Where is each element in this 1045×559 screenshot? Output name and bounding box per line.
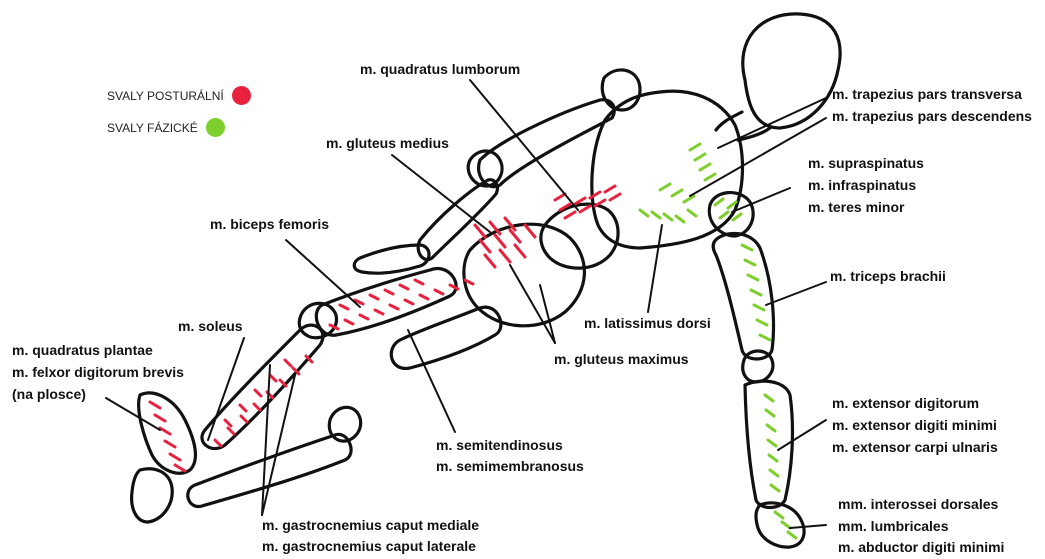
label-biceps-femoris: m. biceps femoris [210, 214, 329, 235]
elbow-right [743, 351, 773, 382]
phasic-forearm-marks [765, 395, 779, 491]
label-supraspinatus: m. supraspinatus [808, 153, 924, 174]
upper-arm-right [713, 233, 773, 359]
leader-semitendinosus [408, 330, 455, 432]
foot-front [132, 469, 173, 522]
pelvis [464, 224, 585, 326]
label-semimembranosus: m. semimembranosus [436, 456, 584, 477]
label-extensor-digitorum: m. extensor digitorum [832, 393, 979, 414]
leader-hand [790, 525, 826, 528]
label-abductor-digiti-minimi: m. abductor digiti minimi [838, 537, 1004, 558]
legend-postural-dot [232, 86, 251, 105]
leader-gluteus-maximus-2 [540, 285, 555, 343]
upper-arm-back [479, 100, 615, 187]
label-soleus: m. soleus [178, 316, 243, 337]
phasic-triceps-marks [742, 245, 770, 340]
label-extensor-carpi-ulnaris: m. extensor carpi ulnaris [832, 437, 998, 458]
label-semitendinosus: m. semitendinosus [436, 435, 563, 456]
label-gastrocnemius-mediale: m. gastrocnemius caput mediale [262, 515, 479, 536]
legend-phasic: SVALY FÁZICKÉ [107, 118, 225, 137]
label-lumbricales: mm. lumbricales [838, 516, 949, 537]
label-trapezius-descendens: m. trapezius pars descendens [832, 106, 1032, 127]
label-gastrocnemius-laterale: m. gastrocnemius caput laterale [262, 536, 476, 557]
lower-leg-front [188, 434, 351, 506]
label-gluteus-medius: m. gluteus medius [326, 133, 449, 154]
leader-latissimus [648, 225, 662, 312]
phasic-trapezius-marks [660, 144, 715, 202]
legend-postural-label: SVALY POSTURÁLNÍ [107, 89, 224, 103]
hand-right [756, 503, 804, 547]
leader-soleus [208, 338, 244, 440]
label-flexor-digitorum-brevis: m. felxor digitorum brevis [12, 362, 184, 383]
phasic-hand-marks [775, 512, 796, 538]
label-na-plosce: (na plosce) [12, 384, 86, 405]
leader-biceps-femoris [286, 240, 360, 307]
phasic-latissimus-marks [640, 210, 696, 222]
label-infraspinatus: m. infraspinatus [808, 175, 916, 196]
leader-gluteus-medius [392, 155, 490, 232]
postural-gluteal-marks [475, 218, 535, 267]
label-teres-minor: m. teres minor [808, 197, 904, 218]
label-latissimus-dorsi: m. latissimus dorsi [584, 313, 711, 334]
label-gluteus-maximus: m. gluteus maximus [554, 349, 689, 370]
legend-phasic-dot [206, 118, 225, 137]
postural-thigh-marks [330, 280, 473, 329]
leader-gastrocnemius-1 [262, 365, 270, 515]
label-interossei-dorsales: mm. interossei dorsales [838, 494, 998, 515]
label-trapezius-transversa: m. trapezius pars transversa [832, 84, 1022, 105]
leader-gastrocnemius-2 [262, 375, 295, 515]
label-triceps-brachii: m. triceps brachii [830, 266, 946, 287]
label-quadratus-lumborum: m. quadratus lumborum [360, 59, 520, 80]
leader-triceps [766, 282, 826, 305]
label-quadratus-plantae: m. quadratus plantae [12, 340, 153, 361]
thigh-front [391, 307, 501, 368]
leader-extensors [778, 420, 826, 450]
legend-postural: SVALY POSTURÁLNÍ [107, 86, 251, 105]
legend-phasic-label: SVALY FÁZICKÉ [107, 121, 198, 135]
leader-gluteus-maximus-1 [510, 265, 555, 343]
label-extensor-digiti-minimi: m. extensor digiti minimi [832, 415, 997, 436]
head [743, 14, 840, 128]
lower-leg-back [202, 325, 323, 448]
